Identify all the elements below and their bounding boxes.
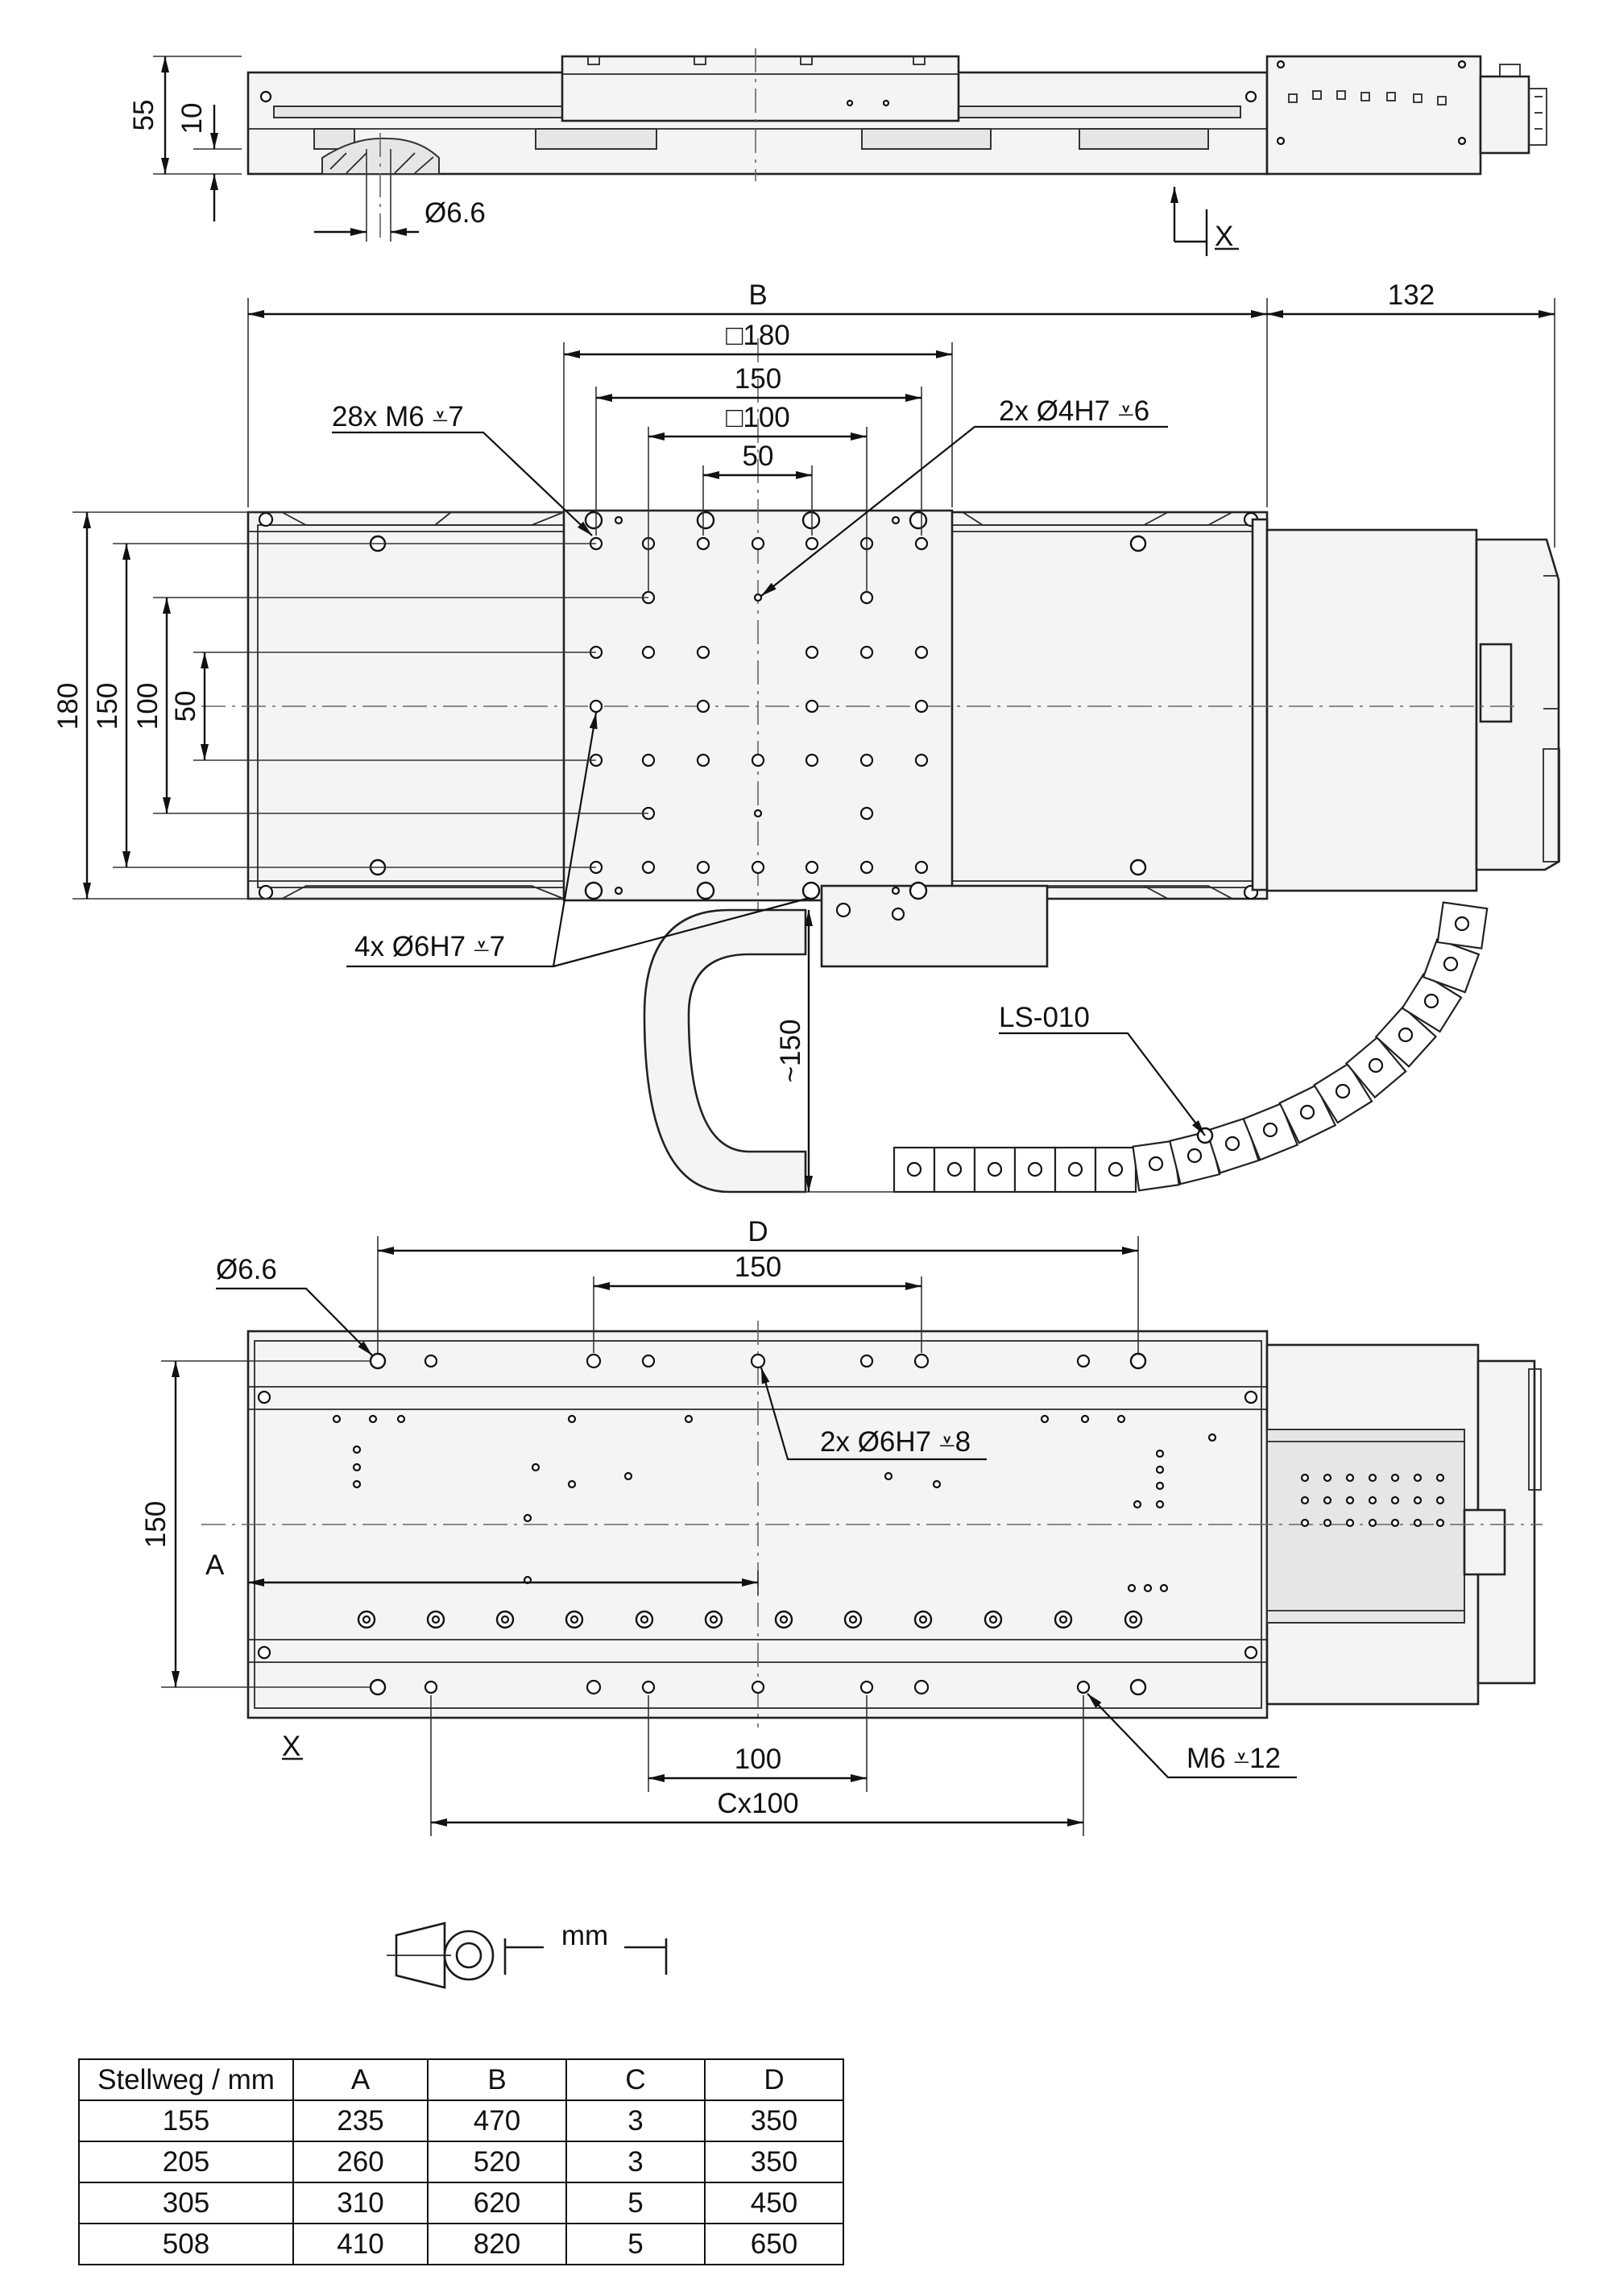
top-dim-50: 50 [743, 441, 774, 472]
top-dim-v100: 100 [132, 683, 164, 730]
side-motor [1265, 55, 1482, 176]
projection-circle-icon [443, 1930, 495, 1981]
table-row: 508 410 820 5 650 [78, 2223, 844, 2265]
bottom-callout-h7-8: 2x Ø6H7 ⩡8 [820, 1426, 971, 1458]
bottom-dim-Cx100: Cx100 [717, 1788, 798, 1819]
table-header-cell: C [565, 2058, 706, 2101]
table-cell: 520 [427, 2141, 567, 2183]
table-cell: 650 [704, 2223, 844, 2265]
projection-cone-icon [395, 1922, 446, 1989]
top-dim-v180: 180 [52, 683, 84, 730]
table-cell: 205 [78, 2141, 294, 2183]
bottom-dim-150: 150 [735, 1251, 781, 1283]
table-cell: 820 [427, 2223, 567, 2265]
top-callout-m6: 28x M6 ⩡7 [332, 401, 464, 432]
side-section-label: X [1215, 221, 1233, 252]
top-view: B 132 □180 150 □100 50 28x M6 ⩡7 2x Ø4H7… [52, 279, 1560, 1194]
table-cell: 3 [565, 2099, 706, 2142]
cable-connector-box [820, 884, 1049, 968]
table-cell: 310 [292, 2182, 429, 2224]
table-cell: 3 [565, 2141, 706, 2183]
top-dim-motor: 132 [1388, 279, 1435, 311]
table-cell: 260 [292, 2141, 429, 2183]
table-header-cell: Stellweg / mm [78, 2058, 294, 2101]
table-cell: 508 [78, 2223, 294, 2265]
top-dim-v150: 150 [92, 683, 123, 730]
table-row: 305 310 620 5 450 [78, 2182, 844, 2224]
table-cell: 350 [704, 2099, 844, 2142]
table-cell: 305 [78, 2182, 294, 2224]
side-carriage [561, 55, 960, 122]
bottom-dim-A: A [205, 1549, 225, 1581]
table-cell: 620 [427, 2182, 567, 2224]
table-header-cell: B [427, 2058, 567, 2101]
top-callout-h7-4: 2x Ø4H7 ⩡6 [999, 395, 1149, 427]
bottom-dim-hole: Ø6.6 [216, 1254, 277, 1285]
table-cell: 470 [427, 2099, 567, 2142]
bottom-view: D 150 Ø6.6 2x Ø6H7 ⩡8 150 A X 100 Cx100 … [140, 1216, 1543, 1836]
side-view: 55 10 Ø6.6 X [128, 48, 1547, 256]
units-label: mm [561, 1920, 608, 1951]
side-connector [1479, 75, 1530, 155]
top-dim-square100: □100 [726, 402, 790, 433]
bottom-section-label: X [282, 1731, 300, 1762]
table-header-row: Stellweg / mm A B C D [78, 2058, 844, 2101]
table-header-cell: A [292, 2058, 429, 2101]
top-motor [1265, 528, 1478, 892]
projection-symbol: mm [387, 1920, 668, 1989]
table-row: 205 260 520 3 350 [78, 2141, 844, 2183]
top-dim-v50: 50 [170, 691, 201, 722]
top-dim-cable: ~150 [775, 1020, 806, 1083]
top-dim-plate: □180 [726, 320, 790, 351]
table-header-cell: D [704, 2058, 844, 2101]
side-dim-slot: 10 [176, 103, 208, 134]
bottom-dim-100: 100 [735, 1744, 781, 1775]
table-cell: 410 [292, 2223, 429, 2265]
cable-loop [643, 908, 807, 1194]
top-dim-150: 150 [735, 363, 781, 395]
bottom-dim-D: D [748, 1216, 768, 1247]
table-cell: 5 [565, 2223, 706, 2265]
bottom-dim-v150: 150 [140, 1501, 172, 1548]
top-dim-B: B [748, 279, 767, 311]
table-cell: 155 [78, 2099, 294, 2142]
travel-range-table: Stellweg / mm A B C D 155 235 470 3 350 … [78, 2058, 844, 2265]
top-callout-h7-6: 4x Ø6H7 ⩡7 [354, 931, 505, 962]
table-cell: 5 [565, 2182, 706, 2224]
table-row: 155 235 470 3 350 [78, 2099, 844, 2142]
table-cell: 450 [704, 2182, 844, 2224]
table-cell: 235 [292, 2099, 429, 2142]
table-cell: 350 [704, 2141, 844, 2183]
side-dim-height: 55 [128, 100, 159, 131]
bottom-callout-m6: M6 ⩡12 [1187, 1743, 1281, 1774]
side-dim-hole: Ø6.6 [424, 197, 486, 229]
top-cable-chain-label: LS-010 [999, 1002, 1090, 1033]
